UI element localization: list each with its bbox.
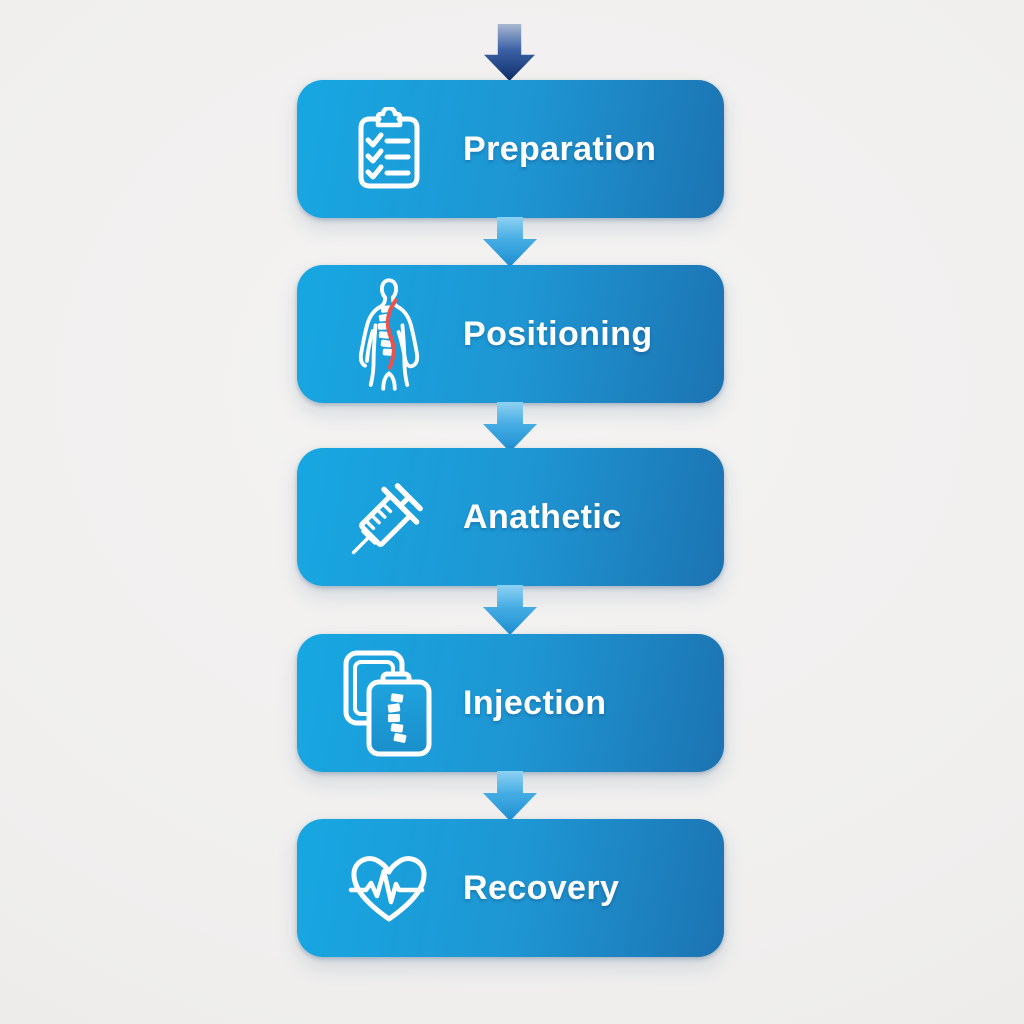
heart-pulse-icon — [329, 846, 449, 930]
clipboard-checklist-icon — [329, 107, 449, 191]
down-arrow-icon — [483, 771, 537, 821]
entry-down-arrow-icon — [484, 24, 535, 81]
body-spine-icon — [358, 278, 420, 391]
step-box-anathetic: Anathetic — [297, 448, 724, 586]
xray-spine-icon — [329, 648, 449, 758]
down-arrow-icon — [483, 585, 537, 635]
heart-pulse-icon — [348, 856, 427, 922]
clipboard-checklist-icon — [358, 107, 420, 189]
syringe-icon — [329, 461, 449, 573]
step-label-anathetic: Anathetic — [463, 497, 622, 536]
step-label-preparation: Preparation — [463, 129, 657, 168]
down-arrow-icon — [483, 217, 537, 267]
syringe-icon — [351, 483, 423, 555]
down-arrow-icon — [483, 402, 537, 452]
step-box-recovery: Recovery — [297, 819, 724, 957]
step-box-injection: Injection — [297, 634, 724, 772]
step-box-preparation: Preparation — [297, 80, 724, 218]
step-box-positioning: Positioning — [297, 265, 724, 403]
body-spine-icon — [329, 275, 449, 393]
xray-spine-icon — [343, 650, 432, 757]
step-label-injection: Injection — [463, 683, 607, 722]
step-label-positioning: Positioning — [463, 314, 653, 353]
step-label-recovery: Recovery — [463, 868, 620, 907]
